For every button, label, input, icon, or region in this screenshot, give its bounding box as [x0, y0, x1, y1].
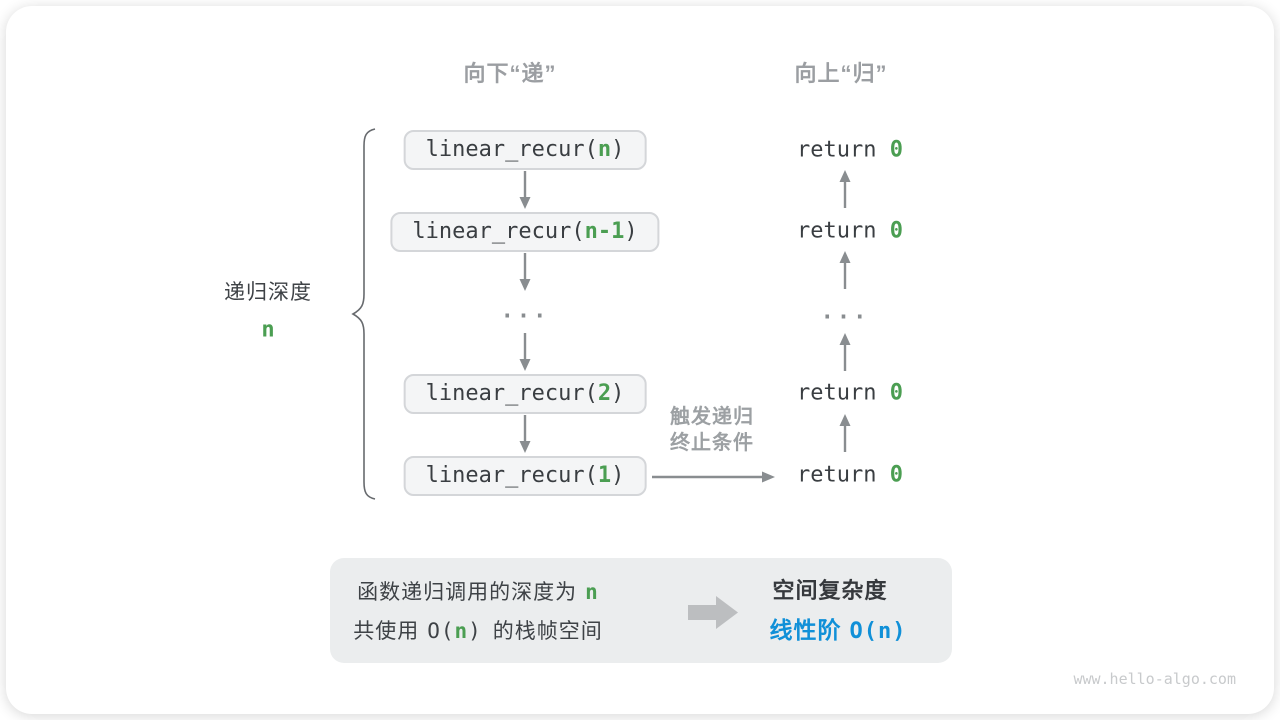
block-arrow-right-icon	[688, 596, 738, 629]
summary-result-label: 线性阶	[769, 617, 842, 643]
depth-label: 递归深度	[224, 281, 312, 304]
arrow-up-icon	[839, 414, 851, 452]
stack-frame: linear_recur(1)	[403, 456, 647, 496]
return-value: 0	[889, 137, 903, 163]
stack-frame: linear_recur(n-1)	[390, 212, 660, 252]
trigger-line1: 触发递归	[670, 406, 754, 428]
summary-line1-text: 函数递归调用的深度为	[357, 581, 578, 604]
watermark: www.hello-algo.com	[1073, 670, 1236, 688]
brace-icon	[351, 128, 376, 500]
arrow-right-icon	[652, 471, 775, 483]
summary-line2-text: 的栈帧空间	[492, 620, 603, 643]
trigger-line2: 终止条件	[670, 432, 754, 454]
summary-line2: 共使用 O(n) 的栈帧空间	[353, 615, 603, 645]
frame-code: )	[611, 463, 625, 488]
header-descend: 向下“递”	[463, 61, 557, 86]
trigger-label: 触发递归 终止条件	[670, 404, 754, 456]
depth-variable: n	[261, 317, 275, 343]
ellipsis-ascend: ...	[820, 299, 870, 325]
return-keyword: return	[797, 218, 877, 244]
frame-code: )	[611, 381, 625, 406]
frame-code: linear_recur(	[425, 137, 598, 162]
summary-result-bigo: O(n)	[849, 619, 907, 644]
summary-line1: 函数递归调用的深度为 n	[357, 576, 599, 606]
summary-line1-var: n	[585, 580, 599, 604]
frame-arg: n-1	[584, 219, 625, 244]
frame-code: linear_recur(	[425, 463, 598, 488]
arrow-down-icon	[519, 333, 531, 371]
frame-code: linear_recur(	[425, 381, 598, 406]
arrow-down-icon	[519, 415, 531, 453]
arrow-down-icon	[519, 171, 531, 209]
summary-line2-text: 共使用	[353, 620, 420, 643]
stack-frame: linear_recur(2)	[403, 374, 647, 414]
return-value: 0	[889, 218, 903, 244]
return-row: return 0	[797, 219, 903, 244]
arrow-down-icon	[519, 253, 531, 291]
return-row: return 0	[797, 138, 903, 163]
arrow-up-icon	[839, 170, 851, 208]
summary-right-title: 空间复杂度	[772, 578, 888, 603]
stack-frame: linear_recur(n)	[403, 130, 647, 170]
frame-code: )	[611, 137, 625, 162]
return-keyword: return	[797, 462, 877, 488]
frame-arg: 2	[597, 381, 612, 406]
frame-code: )	[624, 219, 638, 244]
frame-code: linear_recur(	[412, 219, 585, 244]
arrow-up-icon	[839, 333, 851, 371]
arrow-up-icon	[839, 251, 851, 289]
header-ascend: 向上“归”	[794, 61, 888, 86]
return-keyword: return	[797, 137, 877, 163]
return-value: 0	[889, 380, 903, 406]
summary-box	[330, 558, 952, 663]
return-row: return 0	[797, 463, 903, 488]
summary-line2-bigo-open: O(	[427, 619, 455, 643]
ellipsis-descend: ...	[500, 298, 550, 324]
summary-line2-bigo-close: )	[468, 619, 482, 643]
frame-arg: 1	[597, 463, 612, 488]
frame-arg: n	[597, 137, 612, 162]
summary-result: 线性阶 O(n)	[770, 611, 907, 645]
return-value: 0	[889, 462, 903, 488]
summary-line2-var: n	[454, 619, 469, 643]
return-keyword: return	[797, 380, 877, 406]
return-row: return 0	[797, 381, 903, 406]
